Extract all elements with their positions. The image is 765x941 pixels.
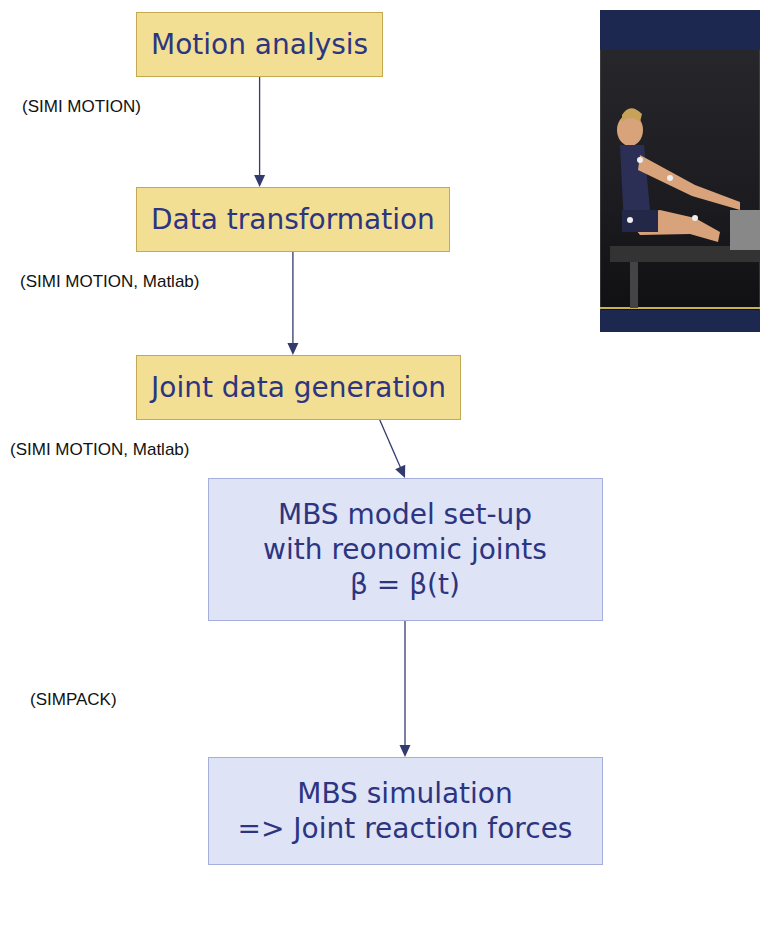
process-box: Motion analysis: [136, 12, 383, 77]
flow-arrow: [254, 77, 265, 187]
flow-arrow: [287, 252, 298, 355]
arrow-line: [404, 621, 405, 747]
arrow-line: [259, 77, 260, 177]
box-text: => Joint reaction forces: [225, 811, 586, 846]
process-box: MBS model set-up with reonomic jointsβ =…: [208, 478, 603, 621]
process-box: MBS simulation=> Joint reaction forces: [208, 757, 603, 865]
arrow-head: [400, 745, 411, 757]
process-box: Data transformation: [136, 187, 450, 252]
box-text: Joint data generation: [151, 370, 446, 405]
tool-label: (SIMPACK): [28, 690, 119, 710]
tool-label: (SIMI MOTION): [20, 97, 143, 117]
box-text: β = β(t): [225, 567, 586, 602]
process-box: Joint data generation: [136, 355, 461, 420]
tool-label: (SIMI MOTION, Matlab): [18, 272, 201, 292]
box-text: MBS simulation: [225, 776, 586, 811]
arrow-line: [380, 420, 401, 469]
arrow-head: [287, 343, 298, 355]
flow-arrow: [400, 621, 411, 757]
box-text: Motion analysis: [151, 27, 368, 62]
arrow-head: [254, 175, 265, 187]
box-text: Data transformation: [151, 202, 435, 237]
rower-photo: [600, 10, 760, 332]
tool-label: (SIMI MOTION, Matlab): [8, 440, 191, 460]
box-text: MBS model set-up with reonomic joints: [255, 497, 555, 567]
arrow-line: [292, 252, 293, 345]
arrow-head: [395, 465, 405, 478]
flow-arrow: [380, 420, 405, 478]
